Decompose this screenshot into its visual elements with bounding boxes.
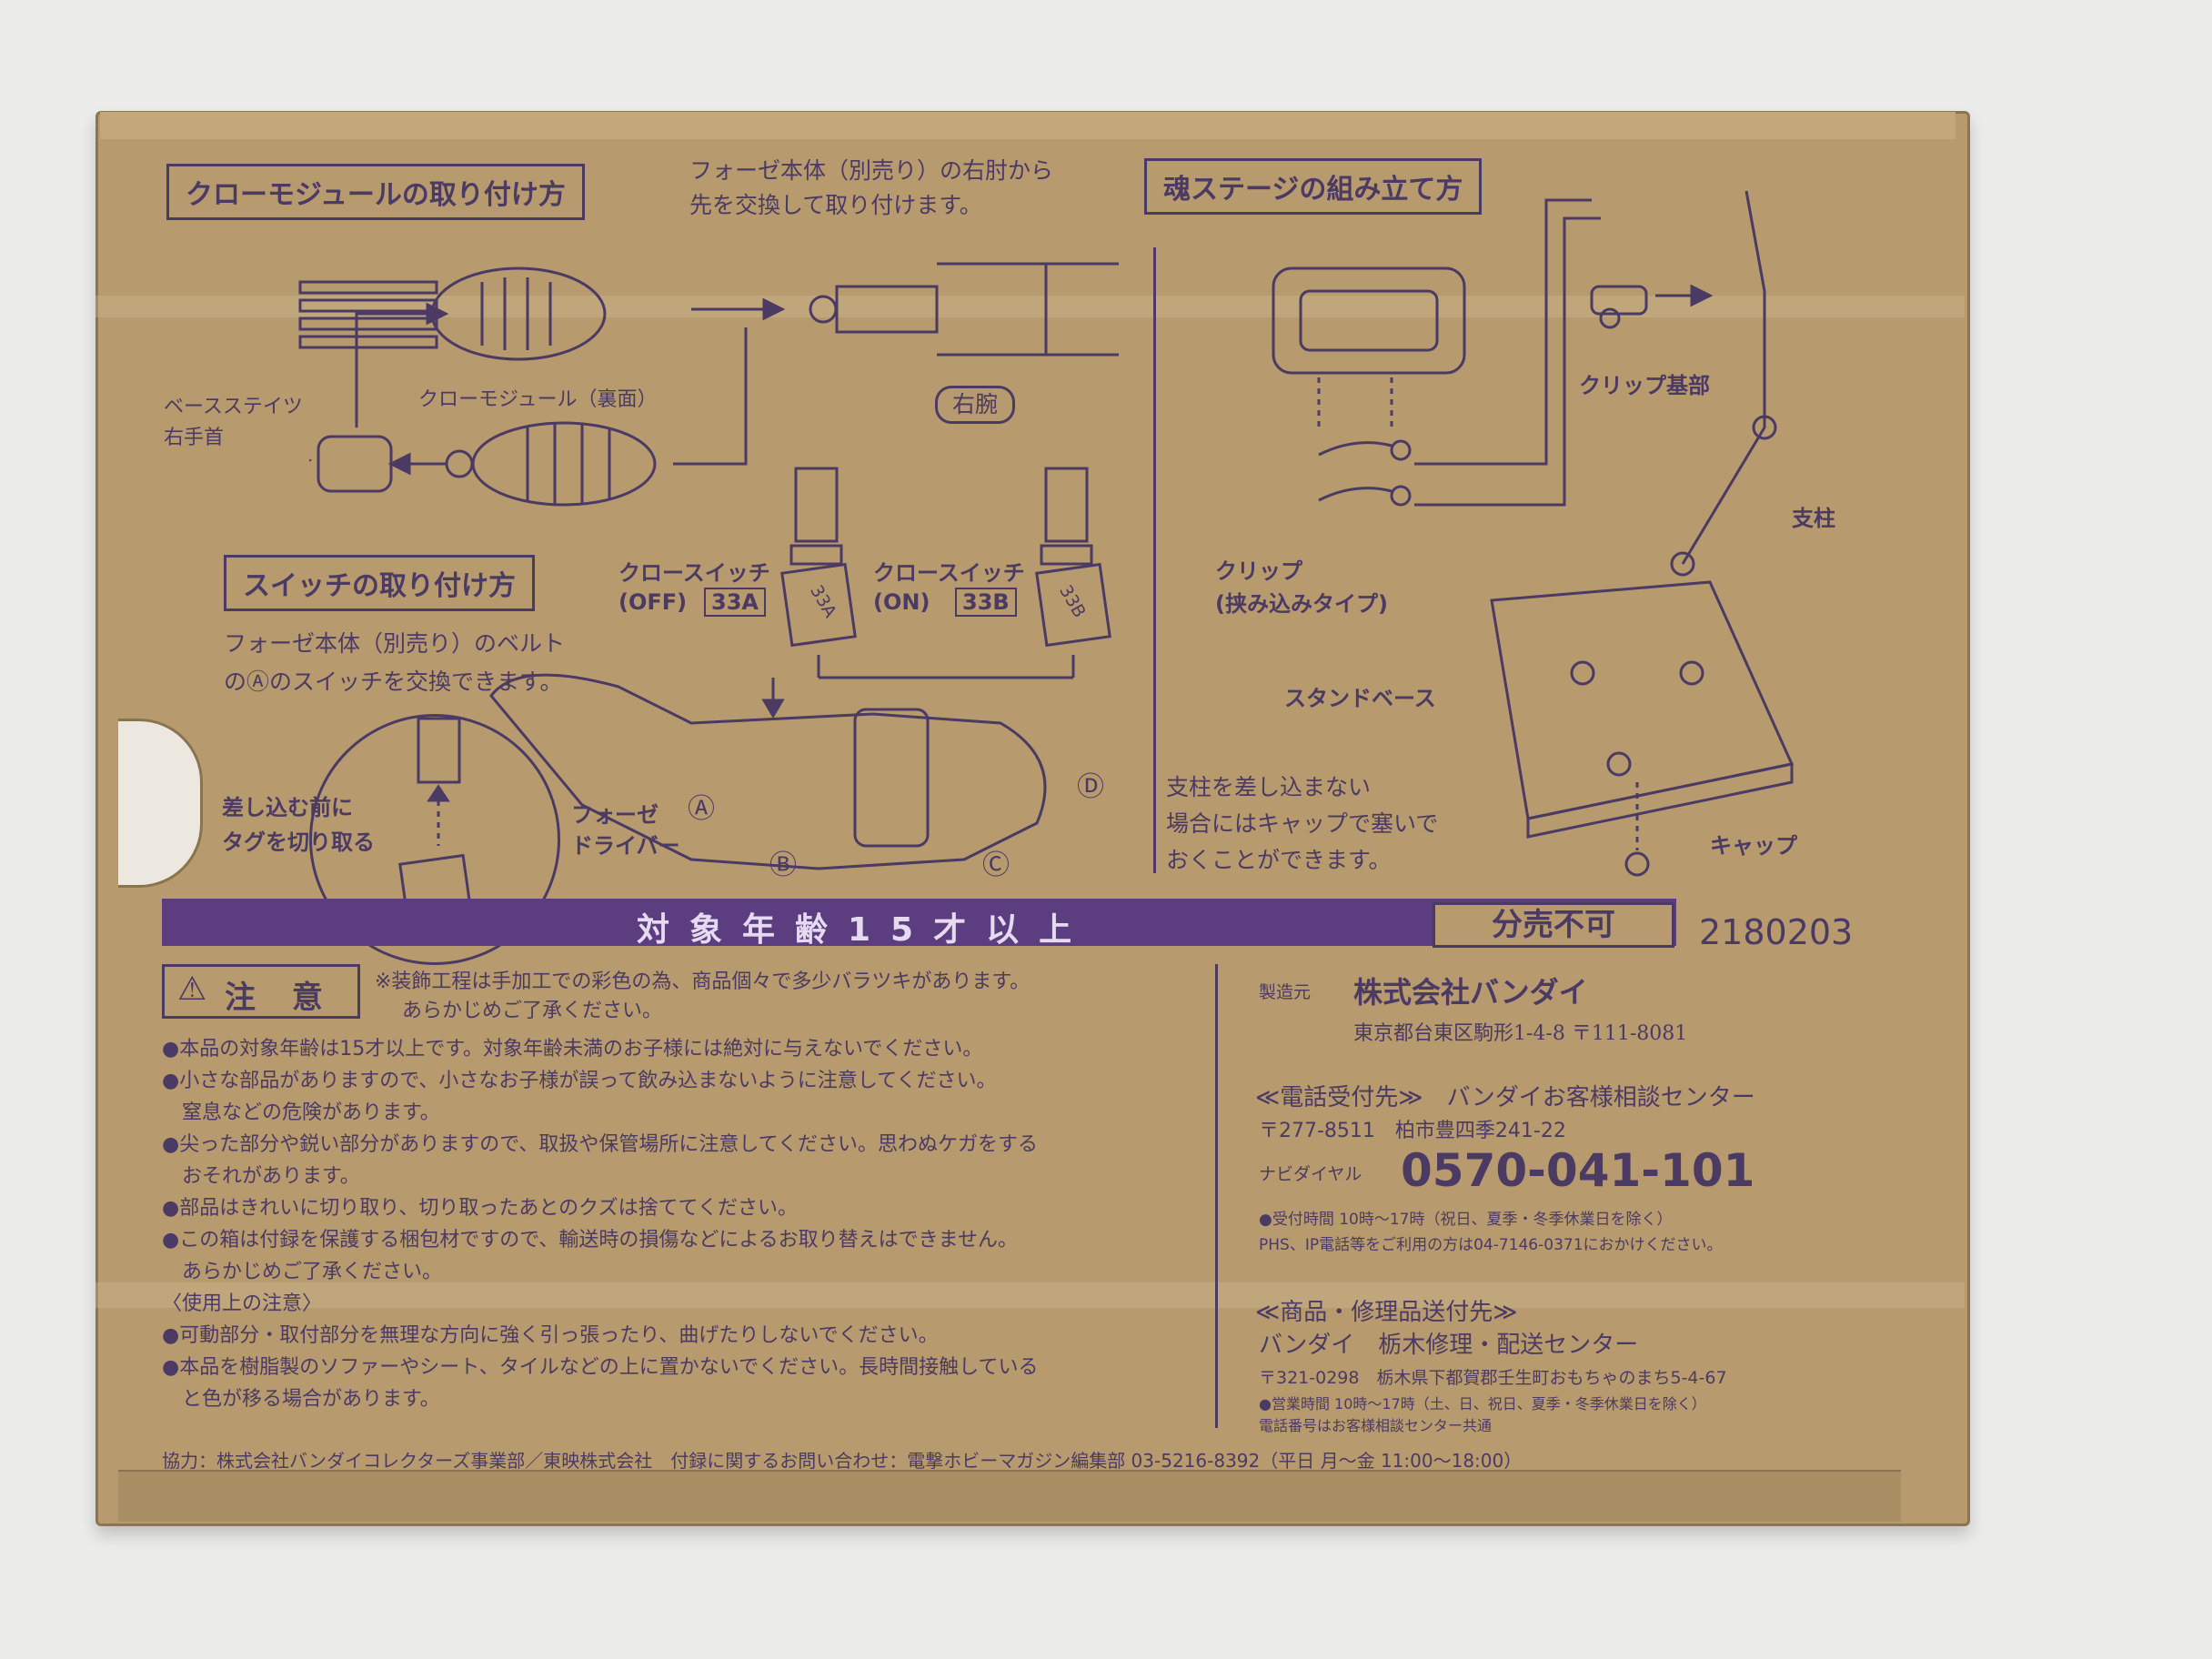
- cap-note-line3: おくことができます。: [1166, 847, 1392, 873]
- call-hours: ●受付時間 10時〜17時（祝日、夏季・冬季休業日を除く）: [1259, 1211, 1673, 1229]
- warning-triangle-icon: ⚠: [177, 970, 207, 1008]
- not-sold-separately-label: 分売不可: [1433, 902, 1674, 948]
- caution-item: ●この箱は付録を保護する梱包材ですので、輸送時の損傷などによるお取り替えはできま…: [162, 1229, 1018, 1252]
- claw-note-line2: 先を交換して取り付けます。: [689, 192, 982, 218]
- repair-phone-note: 電話番号はお客様相談センター共通: [1259, 1417, 1493, 1434]
- pillar-label: 支柱: [1792, 506, 1835, 531]
- claw-switch-on-line2: (ON): [873, 589, 930, 615]
- caution-intro-line1: ※装飾工程は手加工での彩色の為、商品個々で多少バラツキがあります。: [375, 970, 1031, 993]
- caution-item: 窒息などの危険があります。: [162, 1101, 440, 1124]
- base-hand-line1: ベースステイツ: [164, 396, 303, 418]
- repair-header: ≪商品・修理品送付先≫: [1255, 1299, 1518, 1326]
- caution-list: ●本品の対象年齢は15才以上です。対象年齢未満のお子様には絶対に与えないでくださ…: [162, 1033, 1038, 1415]
- caution-item: ●尖った部分や鋭い部分がありますので、取扱や保管場所に注意してください。思わぬケ…: [162, 1133, 1038, 1156]
- switch-note-line1: フォーゼ本体（別売り）のベルト: [224, 630, 566, 657]
- clip-label-line2: (挟み込みタイプ): [1215, 591, 1388, 617]
- stage-title: 魂ステージの組み立て方: [1144, 158, 1483, 215]
- phone-number: 0570-041-101: [1401, 1144, 1755, 1197]
- caution-item: ●可動部分・取付部分を無理な方向に強く引っ張ったり、曲げたりしないでください。: [162, 1324, 939, 1347]
- base-hand-line2: 右手首: [164, 427, 225, 449]
- box-bottom-flap: [118, 1470, 1901, 1522]
- cap-label: キャップ: [1710, 833, 1797, 859]
- call-address: 〒277-8511 柏市豊四季241-22: [1259, 1120, 1566, 1142]
- driver-label-line2: ドライバー: [571, 833, 680, 859]
- mark-c: Ⓒ: [982, 850, 1010, 881]
- caution-item: 〈使用上の注意〉: [162, 1292, 323, 1315]
- clip-label-line1: クリップ: [1215, 558, 1302, 584]
- navi-dial-label: ナビダイヤル: [1259, 1164, 1362, 1184]
- caution-title: 注 意: [225, 980, 336, 1016]
- stand-base-label: スタンドベース: [1284, 686, 1436, 711]
- caution-item: ●小さな部品がありますので、小さなお子様が誤って飲み込まないように注意してくださ…: [162, 1070, 997, 1092]
- phs-note: PHS、IP電話等をご利用の方は04-7146-0371におかけください。: [1259, 1236, 1723, 1254]
- claw-switch-on-code: 33B: [955, 588, 1017, 617]
- caution-item: おそれがあります。: [162, 1165, 360, 1188]
- cap-note-line2: 場合にはキャップで塞いで: [1166, 810, 1439, 837]
- mark-b: Ⓑ: [769, 850, 797, 881]
- maker-label: 製造元: [1259, 982, 1312, 1002]
- section-divider: [1153, 247, 1156, 873]
- repair-hours: ●営業時間 10時〜17時（土、日、祝日、夏季・冬季休業日を除く）: [1259, 1395, 1706, 1413]
- caution-box: ⚠ 注 意: [162, 964, 360, 1019]
- caution-item: ●本品の対象年齢は15才以上です。対象年齢未満のお子様には絶対に与えないでくださ…: [162, 1038, 983, 1061]
- caution-divider: [1215, 964, 1218, 1428]
- call-header: ≪電話受付先≫ バンダイお客様相談センター: [1255, 1084, 1755, 1111]
- maker-name: 株式会社バンダイ: [1353, 975, 1588, 1010]
- age-label: 対象年齢15才以上: [637, 911, 1092, 949]
- maker-address: 東京都台東区駒形1-4-8 〒111-8081: [1353, 1022, 1688, 1045]
- clip-base-label: クリップ基部: [1579, 373, 1710, 398]
- repair-address: 〒321-0298 栃木県下都賀郡壬生町おもちゃのまち5-4-67: [1259, 1368, 1727, 1388]
- detach-note-line1: 差し込む前に: [222, 795, 353, 820]
- tape-strip: [96, 1282, 1965, 1308]
- caution-item: ●部品はきれいに切り取り、切り取ったあとのクズは捨ててください。: [162, 1197, 798, 1220]
- detach-note-line2: タグを切り取る: [222, 830, 375, 855]
- switch-title: スイッチの取り付け方: [224, 555, 535, 611]
- caution-item: あらかじめご了承ください。: [162, 1261, 443, 1283]
- inset-circle: [309, 714, 560, 965]
- cap-note-line1: 支柱を差し込まない: [1166, 774, 1372, 800]
- claw-switch-off-line2: (OFF): [618, 589, 688, 615]
- claw-switch-on-line1: クロースイッチ: [873, 560, 1025, 586]
- repair-center: バンダイ 栃木修理・配送センター: [1259, 1332, 1639, 1359]
- right-arm-label: 右腕: [935, 386, 1016, 424]
- mark-d: Ⓓ: [1077, 771, 1104, 803]
- claw-module-title: クローモジュールの取り付け方: [166, 164, 585, 220]
- claw-module-diagram: [298, 262, 1119, 507]
- caution-item: ●本品を樹脂製のソファーやシート、タイルなどの上に置かないでください。長時間接触…: [162, 1356, 1039, 1379]
- caution-item: と色が移る場合があります。: [162, 1388, 440, 1411]
- claw-switch-off-code: 33A: [704, 588, 766, 617]
- mark-a: Ⓐ: [688, 793, 715, 825]
- age-band: [162, 899, 1676, 946]
- box-top-flap: [100, 112, 1956, 139]
- product-code: 2180203: [1699, 912, 1854, 952]
- claw-back-label: クローモジュール（裏面）: [418, 388, 658, 411]
- driver-label-line1: フォーゼ: [571, 802, 659, 828]
- stage-diagram: [1272, 190, 1795, 877]
- caution-intro-line2: あらかじめご了承ください。: [402, 1000, 663, 1022]
- claw-switch-off-line1: クロースイッチ: [618, 560, 770, 586]
- claw-note-line1: フォーゼ本体（別売り）の右肘から: [689, 157, 1054, 184]
- credit-line: 協力：株式会社バンダイコレクターズ事業部／東映株式会社 付録に関するお問い合わせ…: [162, 1450, 1523, 1472]
- switch-diagram: [309, 459, 1111, 870]
